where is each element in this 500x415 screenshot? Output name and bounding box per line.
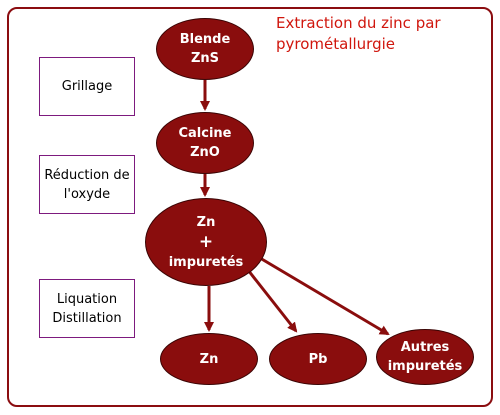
title-line-2: pyrométallurgie xyxy=(276,35,395,53)
node-autres-label-line-1: Autres xyxy=(400,340,450,355)
step-label-liquation: Liquation xyxy=(56,291,118,307)
node-zinc: Zn xyxy=(160,333,258,385)
node-blende-label: Blende xyxy=(179,32,231,47)
node-zn-label: Zn xyxy=(199,351,219,367)
node-lead: Pb xyxy=(269,333,367,385)
node-impure-impuretes: impuretés xyxy=(168,254,244,270)
node-impure-zn: Zn xyxy=(196,214,216,230)
step-label-reduction-line-2: l'oxyde xyxy=(63,186,111,202)
node-pb-label: Pb xyxy=(308,351,328,367)
step-label-distillation: Distillation xyxy=(52,310,122,326)
node-blende-zns: Blende ZnS xyxy=(156,18,254,80)
node-impure-plus: + xyxy=(198,231,214,252)
step-label-reduction-line-1: Réduction de xyxy=(44,167,130,183)
node-zinc-with-impurities: Zn + impuretés xyxy=(145,198,267,286)
arrow-impure-zinc-to-pb xyxy=(246,269,298,333)
arrow-impure-zinc-to-autres xyxy=(259,256,390,336)
node-calcine-zno: Calcine ZnO xyxy=(156,112,254,174)
node-autres-label-line-2: impuretés xyxy=(387,359,463,374)
diagram-title: Extraction du zinc par pyrométallurgie xyxy=(276,13,486,55)
title-line-1: Extraction du zinc par xyxy=(276,14,441,32)
node-calcine-formula: ZnO xyxy=(190,145,220,160)
node-blende-formula: ZnS xyxy=(190,51,220,66)
node-other-impurities: Autres impuretés xyxy=(376,329,474,385)
step-box-reduction: Réduction de l'oxyde xyxy=(39,155,135,214)
node-calcine-label: Calcine xyxy=(178,126,232,141)
step-box-liquation-distillation: Liquation Distillation xyxy=(39,279,135,338)
step-box-grillage: Grillage xyxy=(39,57,135,116)
step-label-grillage: Grillage xyxy=(61,79,113,94)
